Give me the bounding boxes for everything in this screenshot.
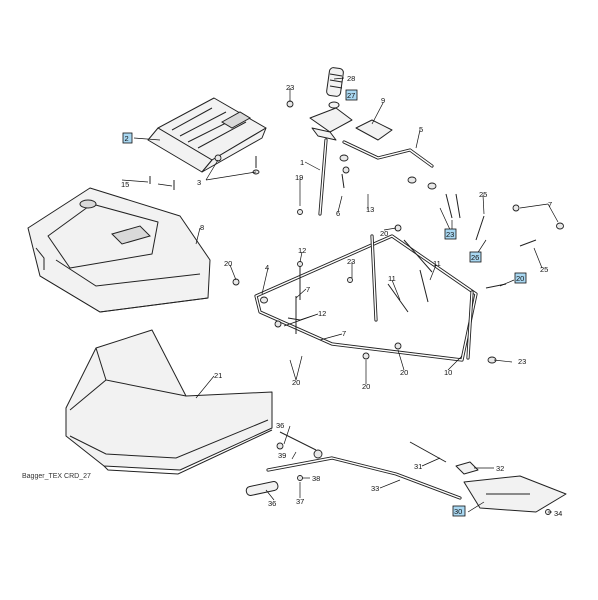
callout-1: 1	[300, 158, 304, 167]
callout-21: 21	[214, 371, 222, 380]
callout-30-highlight	[452, 505, 466, 517]
callout-2: 2	[125, 134, 129, 143]
callout-13: 13	[366, 205, 374, 214]
callout-25b: 25	[540, 265, 548, 274]
callout-34: 34	[554, 509, 562, 518]
callout-25a: 25	[479, 190, 487, 199]
callout-31: 31	[414, 462, 422, 471]
diagram-caption: Bagger_TEX CRD_27	[22, 473, 91, 480]
leader-lines	[121, 77, 559, 513]
callout-20-highlight	[514, 272, 527, 284]
callout-23-highlight	[444, 228, 457, 240]
callout-39: 39	[278, 451, 286, 460]
callout-30: 30	[454, 507, 462, 516]
callout-19: 19	[295, 173, 303, 182]
part-lower-linkage	[245, 431, 567, 515]
part-collector-cover-8	[27, 187, 211, 313]
callout-7a: 7	[548, 200, 552, 209]
callout-33: 33	[371, 484, 379, 493]
callout-20a: 20	[516, 274, 524, 283]
callout-23d: 23	[518, 357, 526, 366]
callout-10: 10	[444, 368, 452, 377]
callout-38: 38	[312, 474, 320, 483]
callout-37: 37	[296, 497, 304, 506]
callout-15: 15	[121, 180, 129, 189]
part-handle-assembly	[309, 67, 461, 219]
callout-6: 6	[336, 209, 340, 218]
callout-8: 8	[200, 223, 204, 232]
callout-23a: 23	[286, 83, 294, 92]
callout-11a: 11	[388, 274, 396, 283]
callout-12b: 12	[318, 309, 326, 318]
callout-27-highlight	[345, 89, 358, 101]
callout-11b: 11	[433, 259, 441, 268]
part-hardware	[149, 100, 564, 364]
callout-20f: 20	[400, 368, 408, 377]
callout-28: 28	[347, 74, 355, 83]
callout-12a: 12	[298, 246, 306, 255]
callout-3: 3	[197, 178, 201, 187]
callout-7b: 7	[306, 285, 310, 294]
callout-7c: 7	[342, 329, 346, 338]
callout-2-highlight	[122, 132, 133, 144]
callout-5: 5	[419, 125, 423, 134]
callout-32: 32	[496, 464, 504, 473]
callout-20b: 20	[224, 259, 232, 268]
part-bag-21	[65, 329, 273, 475]
callout-36a: 36	[276, 421, 284, 430]
callout-20e: 20	[362, 382, 370, 391]
callout-26-highlight	[469, 251, 482, 263]
callout-36b: 36	[268, 499, 276, 508]
callout-4: 4	[265, 263, 269, 272]
callout-27: 27	[347, 91, 355, 100]
callout-23c: 23	[347, 257, 355, 266]
callout-9: 9	[381, 96, 385, 105]
callout-20d: 20	[292, 378, 300, 387]
callout-20c: 20	[380, 229, 388, 238]
callout-labels: 2 15 3 8 23 28 27 9 5 1 19 6 13 23 25 7 …	[121, 74, 562, 518]
callout-23b: 23	[446, 230, 454, 239]
callout-26: 26	[471, 253, 479, 262]
part-cover-2	[147, 97, 267, 173]
part-frame	[254, 234, 478, 362]
